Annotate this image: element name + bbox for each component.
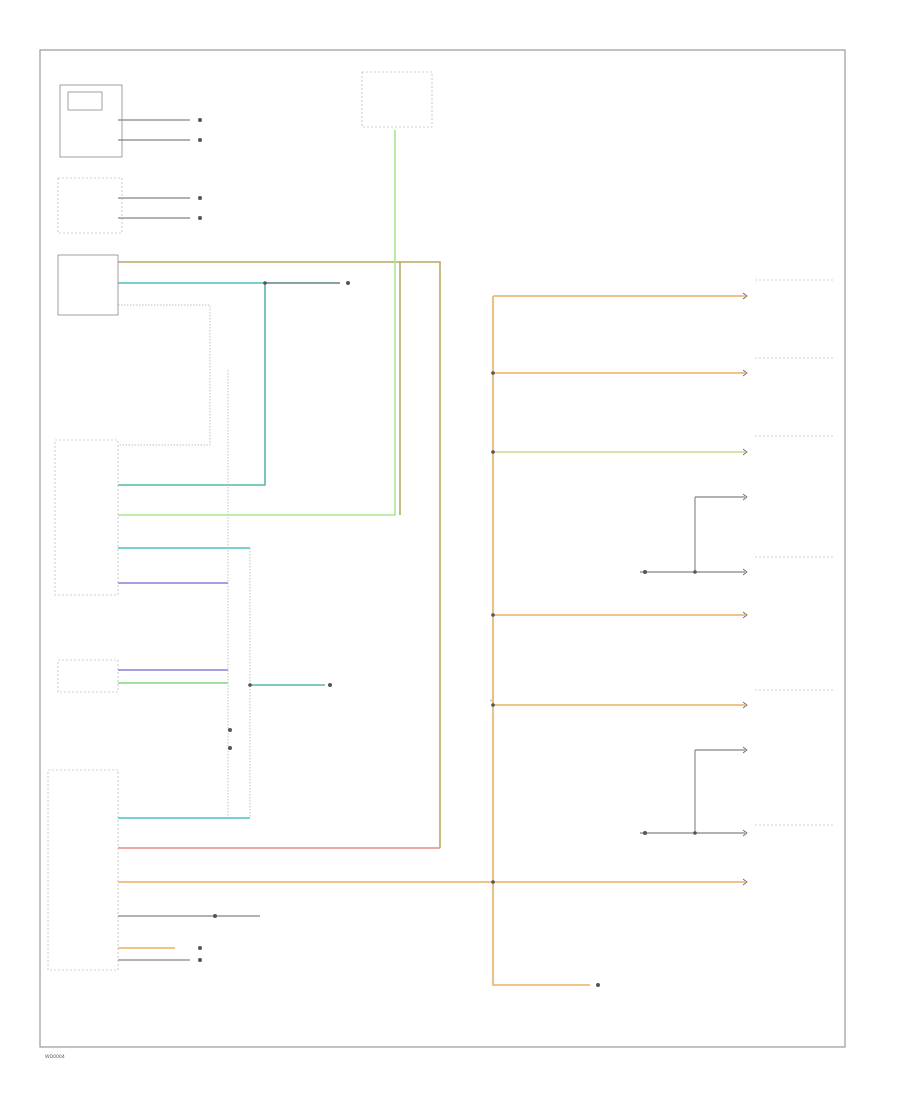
component-module-4: [47, 769, 119, 971]
arrow-2: [742, 369, 748, 377]
ground-point-14: [596, 983, 600, 987]
ground-point-1: [198, 118, 202, 122]
footer-code: WD0004: [45, 1054, 65, 1060]
wire-teal-drop: [118, 283, 266, 486]
ground-point-13: [643, 831, 647, 835]
arrow-10: [742, 878, 748, 886]
wire-gray-1: [118, 304, 211, 446]
ground-point-12: [643, 570, 647, 574]
splice-7: [248, 683, 252, 687]
ground-point-3: [198, 196, 202, 200]
splices: [198, 118, 697, 987]
ground-point-5: [346, 281, 350, 285]
splice-8: [693, 570, 697, 574]
ground-point-7: [198, 946, 202, 950]
connector-arrows: [742, 292, 748, 886]
arrow-8: [742, 746, 748, 754]
diagram-border: [39, 49, 846, 1048]
arrow-3: [742, 448, 748, 456]
splice-4: [491, 703, 495, 707]
component-top-left: [59, 84, 123, 158]
arrow-9: [742, 829, 748, 837]
ground-point-4: [198, 216, 202, 220]
splice-2: [491, 450, 495, 454]
ground-point-8: [198, 958, 202, 962]
arrow-5: [742, 568, 748, 576]
component-module-2: [54, 439, 119, 596]
splice-6: [263, 281, 267, 285]
arrow-6: [742, 611, 748, 619]
ground-point-10: [228, 728, 232, 732]
ground-wire-layer: [118, 119, 745, 961]
components: [47, 71, 835, 971]
component-connector-2: [57, 177, 123, 234]
bus-mark: [489, 699, 493, 702]
component-module-1: [57, 254, 119, 316]
wire-layer: [118, 130, 745, 986]
arrow-4: [742, 493, 748, 501]
wire-green-vertical: [118, 130, 396, 516]
splice-3: [491, 613, 495, 617]
wire-orange-bus: [492, 296, 590, 986]
ground-point-2: [198, 138, 202, 142]
arrow-7: [742, 701, 748, 709]
component-module-3: [57, 659, 119, 693]
component-top-center: [361, 71, 433, 128]
ground-point-11: [228, 746, 232, 750]
wire-tan-top: [118, 261, 441, 848]
splice-1: [491, 371, 495, 375]
component-top-left-inner: [67, 91, 103, 111]
arrow-1: [742, 292, 748, 300]
ground-point-6: [213, 914, 217, 918]
ground-point-9: [328, 683, 332, 687]
splice-5: [491, 880, 495, 884]
splice-9: [693, 831, 697, 835]
